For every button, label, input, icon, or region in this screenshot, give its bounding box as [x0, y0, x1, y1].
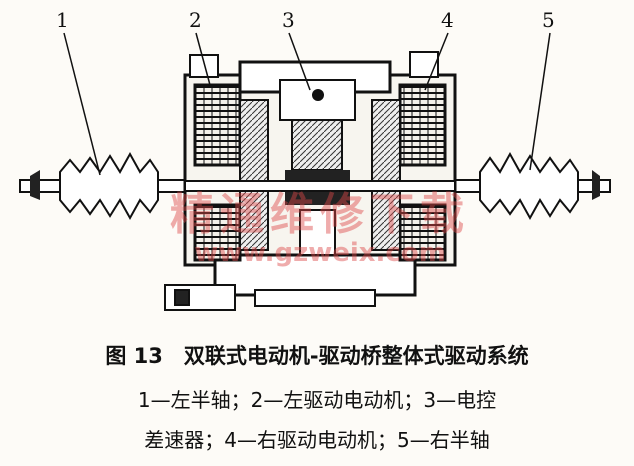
figure-caption-legend: 1—左半轴；2—左驱动电动机；3—电控	[137, 388, 497, 412]
right-drive-motor	[371, 83, 447, 262]
drivetrain-drawing	[19, 32, 611, 311]
left-drive-motor	[193, 83, 269, 262]
drivetrain-figure: 1 2 3 4 5 精通维修下载 www.gzweix.com	[19, 8, 611, 311]
right-bellows	[479, 151, 579, 221]
right-half-shaft	[439, 151, 611, 221]
figure-caption-title: 图 13 双联式电动机-驱动桥整体式驱动系统	[105, 344, 529, 368]
center-axle	[184, 180, 456, 192]
watermark-text: 精通维修下载	[170, 189, 470, 240]
top-connectors	[189, 51, 439, 78]
callout-label: 2	[189, 8, 202, 32]
electronic-differential	[279, 79, 356, 256]
left-bellows	[59, 151, 159, 221]
figure-caption-legend: 差速器；4—右驱动电动机；5—右半轴	[144, 428, 490, 452]
watermark-url: www.gzweix.com	[194, 238, 446, 268]
callout-label: 3	[282, 8, 295, 32]
leader-lines	[63, 32, 551, 176]
callout-label: 1	[56, 8, 69, 32]
bottom-connector	[164, 284, 236, 311]
callout-label: 5	[542, 8, 555, 32]
callout-label: 4	[441, 8, 454, 32]
